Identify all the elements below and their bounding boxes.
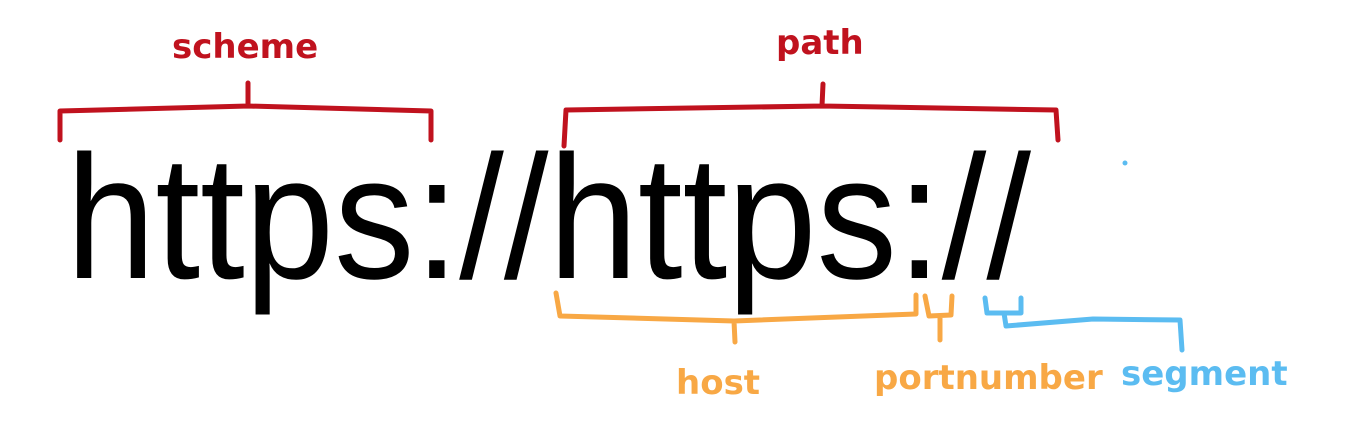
path-bracket xyxy=(561,81,1061,149)
segment-label: segment xyxy=(1121,354,1288,394)
scheme-label: scheme xyxy=(172,27,318,67)
host-bracket xyxy=(553,290,919,345)
port-number-bracket xyxy=(922,293,955,343)
segment-bracket xyxy=(982,295,1185,353)
host-label: host xyxy=(676,363,760,403)
scheme-bracket xyxy=(57,80,434,143)
url-text: https://https:// xyxy=(66,120,1031,316)
path-label: path xyxy=(776,23,864,63)
stray-dot xyxy=(1122,160,1128,166)
port-number-label: portnumber xyxy=(874,358,1103,398)
